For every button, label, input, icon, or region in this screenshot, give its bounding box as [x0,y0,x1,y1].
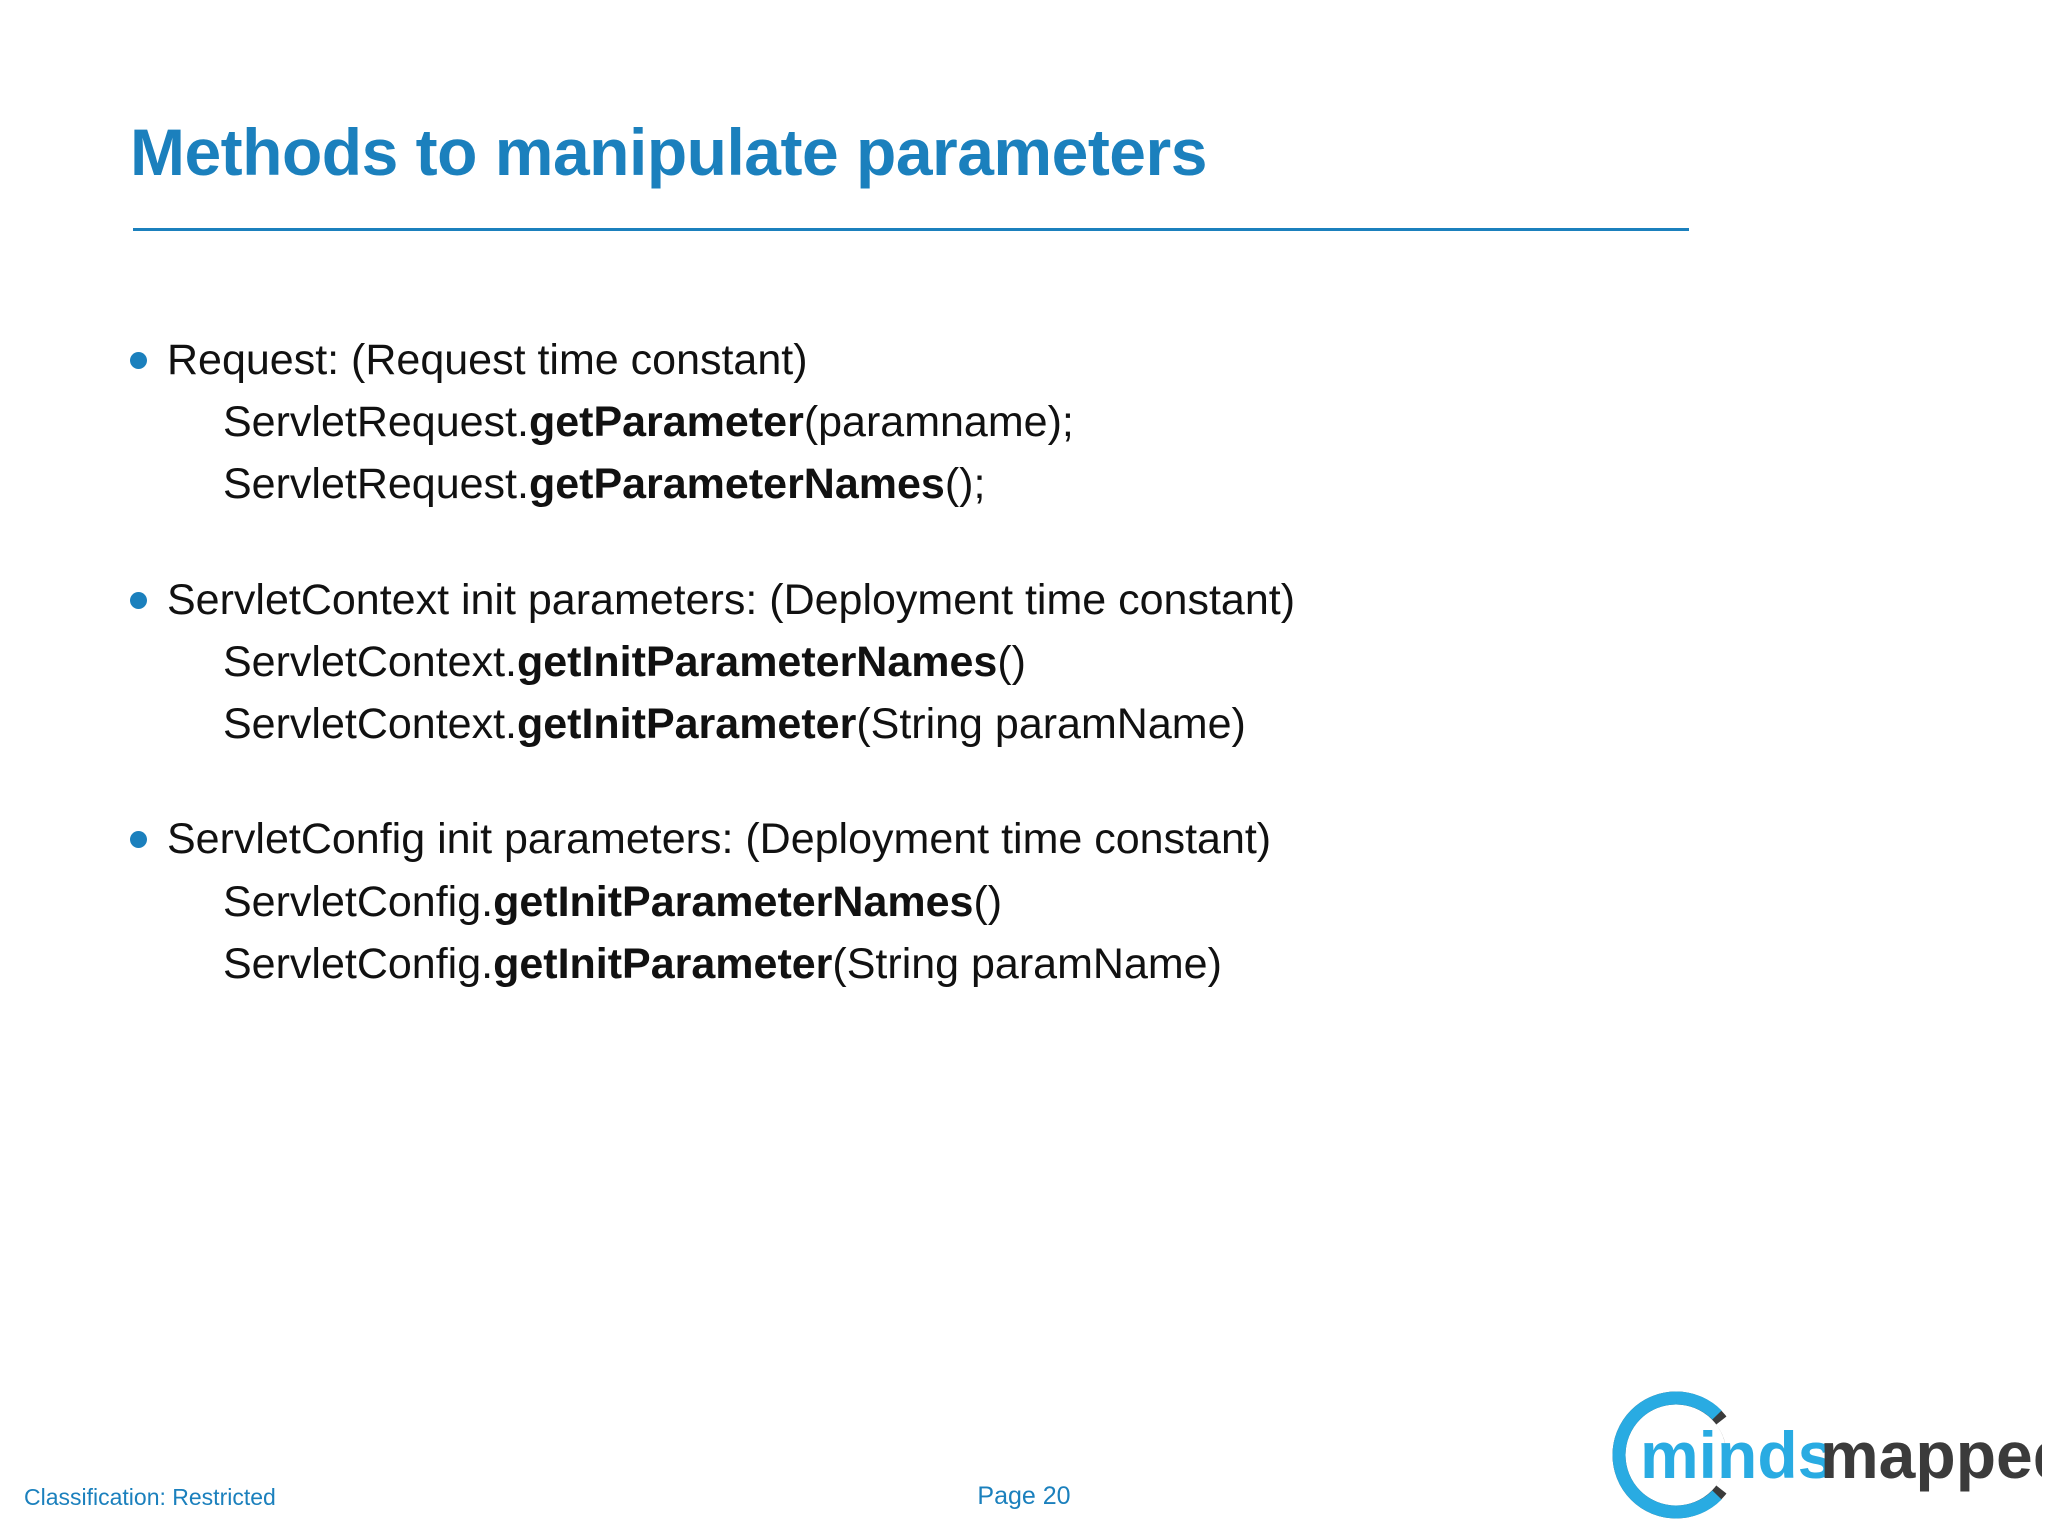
bullet-item: ServletConfig init parameters: (Deployme… [130,809,1850,870]
bullet-dot-icon [130,831,147,849]
bullet-group: Request: (Request time constant) Servlet… [130,330,1850,516]
code-suffix: (); [944,460,986,509]
code-line: ServletRequest.getParameter(paramname); [223,391,1850,453]
bullet-dot-icon [130,352,147,369]
code-prefix: ServletConfig. [223,877,494,926]
logo-text-mapped: mapped [1820,1418,2042,1492]
mindsmapped-logo: minds mapped [1602,1380,2042,1530]
title-divider [133,228,1689,231]
code-line: ServletRequest.getParameterNames(); [223,453,1850,515]
code-prefix: ServletContext. [223,637,517,686]
logo-ring-icon [1612,1391,1742,1519]
bullet-label: ServletContext init parameters: (Deploym… [167,575,1296,624]
logo-text-minds: minds [1640,1418,1834,1492]
title-block: Methods to manipulate parameters [130,115,1770,189]
code-line: ServletContext.getInitParameterNames() [223,631,1850,693]
code-method: getInitParameter [516,700,857,749]
bullet-dot-icon [130,591,147,609]
bullet-label: ServletConfig init parameters: (Deployme… [167,815,1272,864]
code-suffix: () [973,877,1003,926]
code-method: getInitParameterNames [516,637,998,686]
code-method: getInitParameter [493,939,833,988]
code-line: ServletConfig.getInitParameterNames() [223,871,1850,933]
code-prefix: ServletContext. [223,700,517,749]
code-suffix: () [997,637,1026,686]
code-line: ServletConfig.getInitParameter(String pa… [223,933,1850,995]
code-suffix: (String paramName) [856,700,1246,749]
code-method: getInitParameterNames [493,877,974,926]
page-title: Methods to manipulate parameters [130,115,1207,189]
code-prefix: ServletRequest. [223,398,529,447]
code-prefix: ServletRequest. [223,460,529,509]
code-method: getParameterNames [528,460,945,509]
bullet-group: ServletContext init parameters: (Deploym… [130,570,1850,756]
bullet-item: ServletContext init parameters: (Deploym… [130,570,1850,631]
bullet-label: Request: (Request time constant) [167,336,808,384]
slide-body: Request: (Request time constant) Servlet… [130,330,1850,995]
code-line: ServletContext.getInitParameter(String p… [223,693,1850,755]
page-number: Page 20 [977,1482,1071,1510]
code-method: getParameter [528,398,804,447]
classification-label: Classification: Restricted [24,1484,276,1510]
bullet-group: ServletConfig init parameters: (Deployme… [130,809,1850,995]
code-suffix: (String paramName) [832,939,1222,988]
bullet-item: Request: (Request time constant) [130,330,1850,391]
code-prefix: ServletConfig. [223,939,494,988]
code-suffix: (paramname); [803,398,1074,447]
